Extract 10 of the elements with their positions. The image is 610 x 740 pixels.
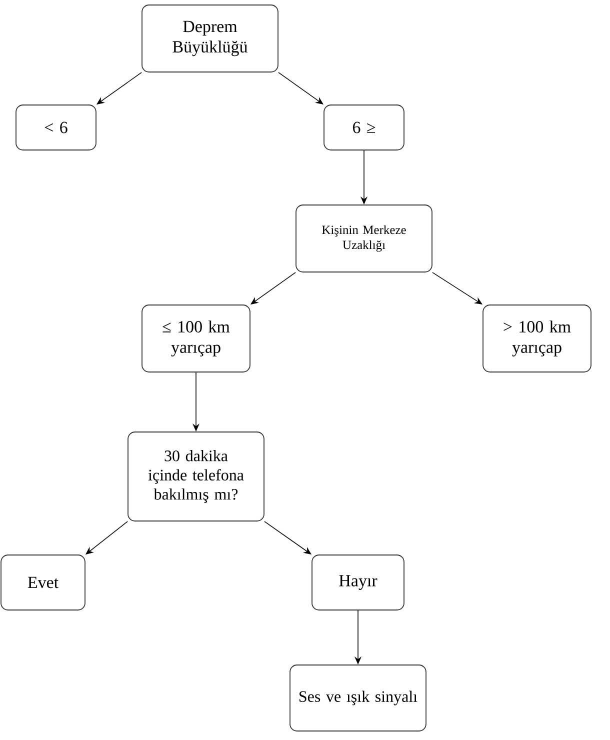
process-box: Kişinin Merkeze Uzaklığı (296, 204, 432, 272)
process-box: Ses ve ışık sinyalı (290, 664, 426, 732)
process-box: ≤ 100 km yarıçap (142, 304, 250, 372)
process-box: 6 ≥ (324, 104, 404, 150)
process-box: Deprem Büyüklüğü (142, 4, 278, 72)
process-box: 30 dakika içinde telefona bakılmış mı? (128, 432, 264, 522)
process-box: Hayır (312, 554, 404, 610)
process-box: > 100 km yarıçap (482, 304, 592, 372)
process-box: Evet (0, 554, 86, 610)
process-box: < 6 (16, 104, 96, 150)
